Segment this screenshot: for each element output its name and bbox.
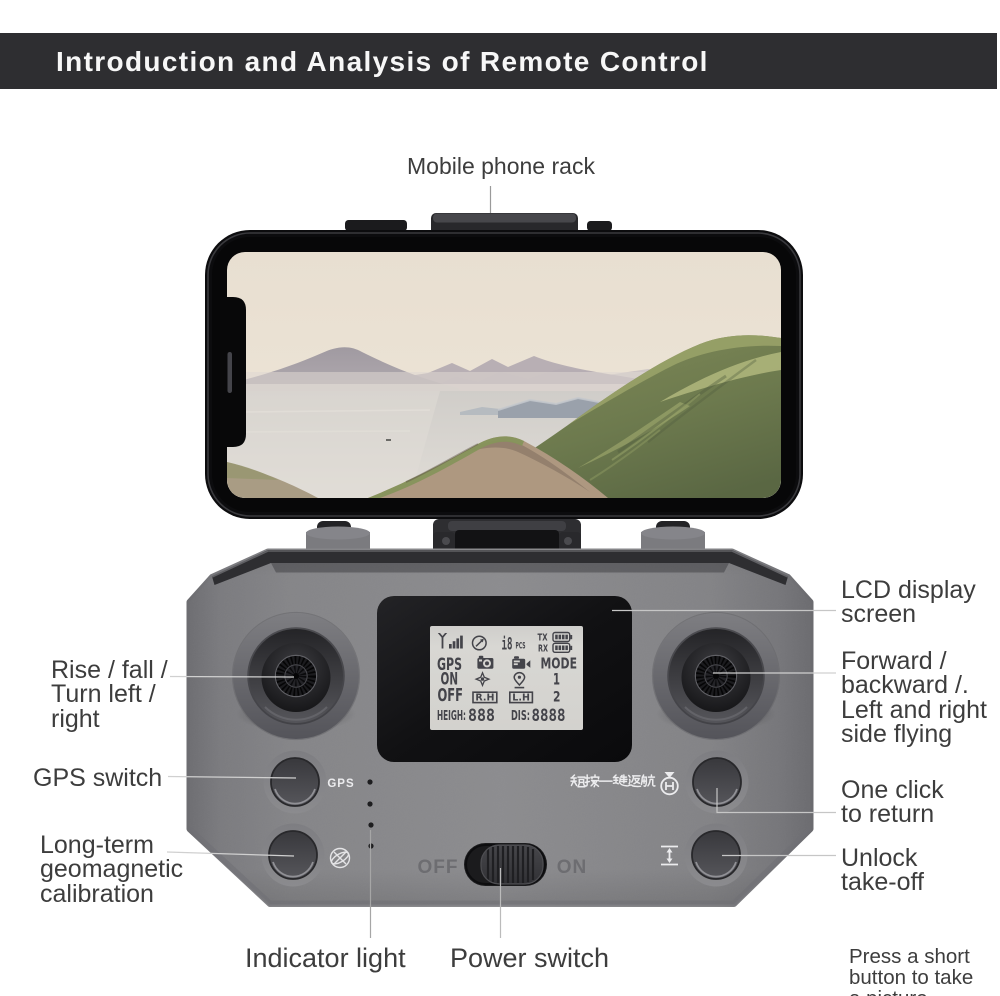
lcd-compass-icon <box>471 635 487 651</box>
svg-text:GPS: GPS <box>437 655 462 675</box>
power-switch[interactable] <box>464 843 547 886</box>
callout-line-one-click <box>716 788 836 814</box>
label-unlock: Unlock take-off <box>841 844 924 897</box>
takeoff-button[interactable] <box>684 823 748 887</box>
gps-button-label: GPS <box>327 778 354 790</box>
lcd-rx-battery <box>552 642 573 653</box>
phone-screen-landscape-photo <box>227 252 781 498</box>
lcd-video-icon <box>512 656 531 669</box>
svg-text:888: 888 <box>468 706 495 726</box>
phone-notch <box>220 297 246 447</box>
svg-text:PCS: PCS <box>516 642 526 652</box>
svg-text:OFF: OFF <box>438 686 464 706</box>
right-joystick[interactable] <box>651 611 781 741</box>
svg-text:ON: ON <box>441 670 459 689</box>
label-mobile-phone-rack: Mobile phone rack <box>407 153 595 179</box>
return-home-chinese-text <box>570 774 656 788</box>
label-power-switch: Power switch <box>450 943 610 973</box>
takeoff-icon <box>661 845 678 866</box>
svg-text:L.H: L.H <box>512 692 530 703</box>
lcd-signal-icon <box>437 633 463 649</box>
label-forward: Forward / backward /. Left and right sid… <box>841 647 987 748</box>
svg-text:MODE: MODE <box>541 655 578 673</box>
lcd-camera-icon <box>477 655 494 669</box>
svg-text:TX: TX <box>538 633 548 644</box>
lcd-pin-icon <box>513 671 526 689</box>
title-bar: Introduction and Analysis of Remote Cont… <box>0 33 997 89</box>
lcd-display <box>377 596 632 762</box>
label-one-click: One click to return <box>841 775 944 828</box>
calibration-button[interactable] <box>261 823 325 887</box>
callout-line-gps-switch <box>167 775 297 779</box>
mobile-phone <box>205 230 803 519</box>
lcd-lh-box: L.H <box>508 691 534 703</box>
label-lcd-display: LCD display screen <box>841 576 976 629</box>
remote-top-band <box>212 550 788 585</box>
callout-lines <box>166 609 836 938</box>
calibration-icon <box>329 847 351 869</box>
svg-text:R.H: R.H <box>475 692 494 703</box>
svg-text:2: 2 <box>553 689 561 705</box>
svg-text:HEIGH:: HEIGH: <box>437 708 466 724</box>
callout-line-rise-fall <box>169 675 295 678</box>
gps-button[interactable] <box>263 750 327 814</box>
power-off-label: OFF <box>418 857 459 878</box>
lcd-tx-battery <box>552 631 573 643</box>
label-indicator-light: Indicator light <box>245 943 406 973</box>
svg-text:1: 1 <box>553 670 560 689</box>
svg-text:RX: RX <box>538 644 548 655</box>
page-title: Introduction and Analysis of Remote Cont… <box>56 46 709 77</box>
antenna-hinges <box>306 521 705 552</box>
lcd-content: i8 PCS TX RX GPS <box>437 631 578 726</box>
svg-text:DIS:: DIS: <box>511 708 530 724</box>
power-on-label: ON <box>557 857 588 878</box>
svg-text:i8: i8 <box>502 635 513 655</box>
svg-text:8888: 8888 <box>532 706 566 726</box>
return-home-icon <box>660 772 679 796</box>
label-press-short: Press a short button to take a picture <box>849 944 974 996</box>
lcd-rh-box: R.H <box>472 691 498 703</box>
lcd-target-icon <box>474 671 491 688</box>
label-rise-fall: Rise / fall / Turn left / right <box>51 656 168 733</box>
label-long-term: Long-term geomagnetic calibration <box>40 831 184 908</box>
left-joystick[interactable] <box>231 611 361 741</box>
callout-line-calibration <box>166 851 295 857</box>
label-gps-switch: GPS switch <box>33 763 163 792</box>
